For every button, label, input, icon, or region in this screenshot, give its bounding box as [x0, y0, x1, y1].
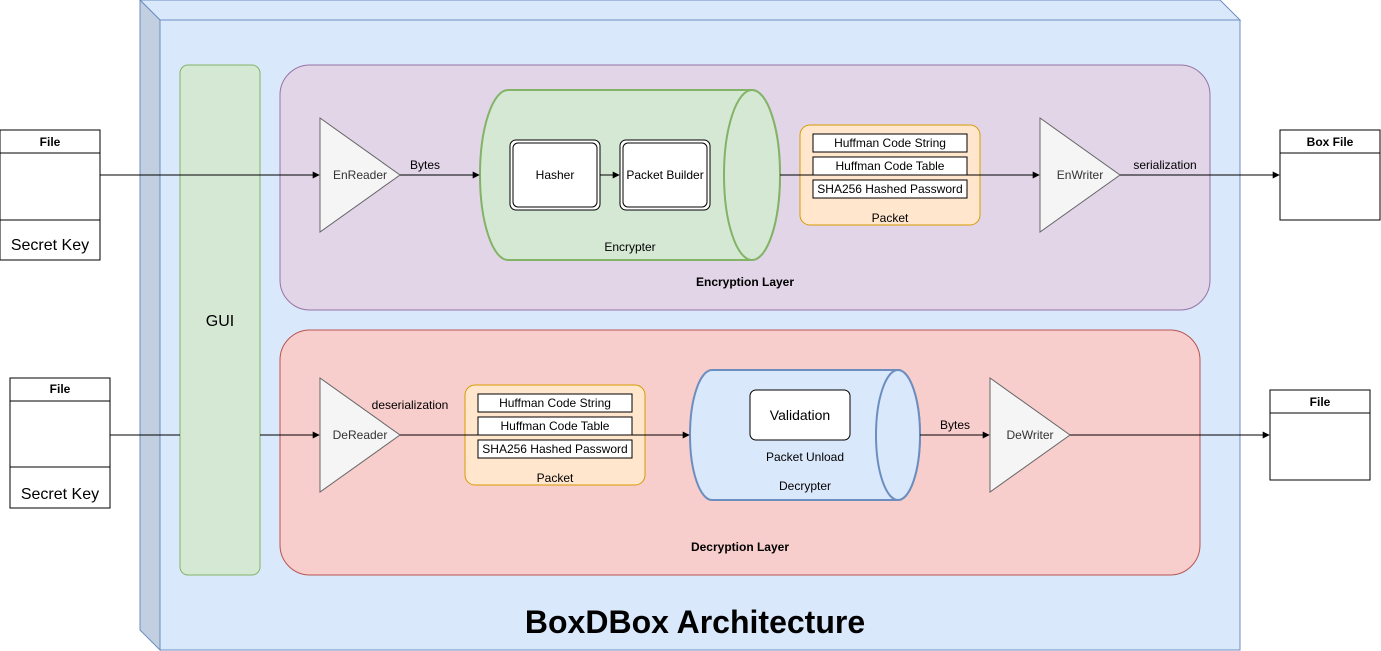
- dereader-node: DeReader: [319, 377, 401, 493]
- encryption-layer-label: Encryption Layer: [696, 275, 794, 289]
- encrypt-input-footer: Secret Key: [11, 237, 89, 254]
- decrypter-cylinder: Validation Packet Unload Decrypter: [689, 369, 921, 501]
- encrypt-input-header: File: [40, 135, 61, 149]
- encrypt-packet-label: Packet: [872, 211, 909, 225]
- gui-panel: GUI: [179, 64, 261, 576]
- decryption-layer-label: Decryption Layer: [691, 540, 789, 554]
- edge-label-bytes-decrypt: Bytes: [940, 418, 970, 432]
- encrypt-packet-field-2: Huffman Code Table: [836, 159, 945, 173]
- dewriter-node: DeWriter: [989, 377, 1071, 493]
- decrypt-input-header: File: [50, 382, 71, 396]
- hasher-node: Hasher: [509, 139, 601, 211]
- dewriter-label: DeWriter: [1006, 428, 1053, 442]
- encryption-edges: Bytes serialization: [100, 158, 1280, 179]
- validation-label: Validation: [770, 407, 830, 423]
- enwriter-node: EnWriter: [1039, 117, 1121, 233]
- gui-label: GUI: [206, 313, 234, 330]
- edge-label-bytes-encrypt: Bytes: [410, 158, 440, 172]
- decrypt-packet-field-2: Huffman Code Table: [501, 419, 610, 433]
- decrypt-output-table: File: [1269, 389, 1371, 481]
- encrypt-input-table: File Secret Key: [0, 129, 101, 261]
- encrypter-label: Encrypter: [604, 240, 655, 254]
- diagram-title: BoxDBox Architecture: [525, 604, 865, 640]
- packet-unload-label: Packet Unload: [766, 450, 844, 464]
- enreader-label: EnReader: [333, 168, 387, 182]
- validation-node: [749, 389, 851, 441]
- decrypter-label: Decrypter: [779, 479, 831, 493]
- edge-label-deserialization: deserialization: [372, 398, 449, 412]
- edge-label-serialization: serialization: [1133, 158, 1196, 172]
- decrypt-output-header: File: [1310, 395, 1331, 409]
- encrypt-packet-field-1: Huffman Code String: [834, 136, 946, 150]
- encrypt-output-header: Box File: [1307, 135, 1354, 149]
- decrypt-input-footer: Secret Key: [21, 486, 99, 503]
- enreader-node: EnReader: [319, 117, 401, 233]
- decrypt-input-table: File Secret Key: [9, 377, 111, 509]
- packet-builder-label: Packet Builder: [626, 168, 703, 182]
- decryption-edges: deserialization Bytes: [110, 398, 1270, 439]
- encrypt-output-table: Box File: [1279, 129, 1381, 221]
- decrypt-packet-field-1: Huffman Code String: [499, 396, 611, 410]
- enwriter-label: EnWriter: [1057, 168, 1103, 182]
- encrypt-packet: Huffman Code String Huffman Code Table S…: [799, 124, 981, 226]
- dereader-label: DeReader: [333, 428, 388, 442]
- packet-builder-node: Packet Builder: [619, 139, 711, 211]
- encrypt-packet-field-3: SHA256 Hashed Password: [817, 182, 962, 196]
- decrypt-packet-label: Packet: [537, 471, 574, 485]
- hasher-label: Hasher: [536, 168, 575, 182]
- decrypt-packet-field-3: SHA256 Hashed Password: [482, 442, 627, 456]
